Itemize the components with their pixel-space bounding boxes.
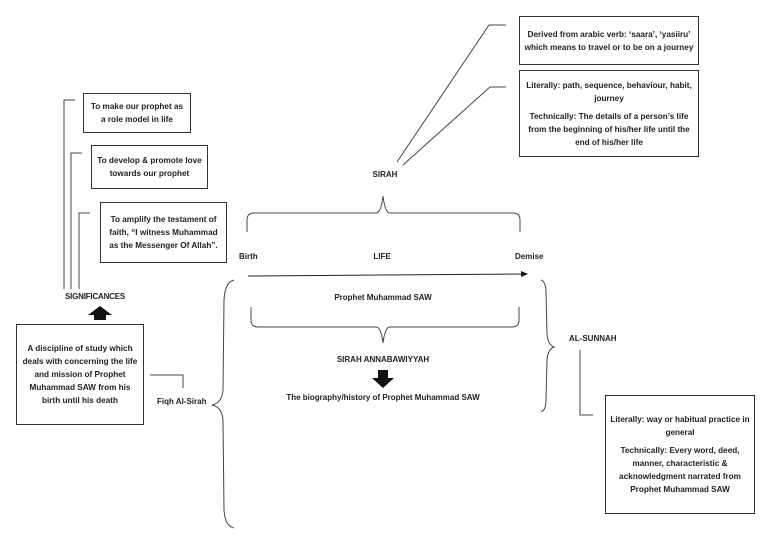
timeline-end-label: Demise: [515, 252, 544, 261]
sirah-annabawiyyah-meaning: The biography/history of Prophet Muhamma…: [286, 393, 480, 402]
significance-text-1: To make our prophet as a role model in l…: [90, 102, 184, 124]
timeline-arrowhead: [521, 271, 528, 277]
down-arrow-icon: [372, 370, 394, 388]
sirah-origin-box: Derived from arabic verb: ‘saara’, ‘yasi…: [519, 16, 699, 65]
brace-sunnah: [540, 279, 556, 413]
connector-sirah-origin: [396, 24, 506, 163]
fiqh-al-sirah-label: Fiqh Al-Sirah: [157, 397, 207, 406]
connector-sunnah: [579, 350, 593, 416]
sirah-origin-text: Derived from arabic verb: ‘saara’, ‘yasi…: [524, 29, 694, 52]
timeline-middle-label: LIFE: [373, 252, 391, 261]
timeline-start-label: Birth: [239, 252, 258, 261]
sirah-meaning-box: Literally: path, sequence, behaviour, ha…: [519, 70, 699, 157]
sirah-technical-text: Technically: The details of a person’s l…: [528, 111, 690, 147]
connector-significance-2: [70, 152, 82, 289]
al-sunnah-technical-text: Technically: Every word, deed, manner, c…: [619, 446, 741, 494]
brace-annabawiyyah: [250, 307, 520, 344]
al-sunnah-box: Literally: way or habitual practice in g…: [605, 395, 755, 514]
brace-fiqh: [211, 279, 235, 529]
significances-label: SIGNIFICANCES: [64, 292, 126, 301]
significance-text-3: To amplify the testament of faith, “I wi…: [109, 215, 218, 250]
sirah-literal-text: Literally: path, sequence, behaviour, ha…: [526, 80, 692, 103]
timeline-arrow-line: [247, 273, 523, 277]
al-sunnah-literal-text: Literally: way or habitual practice in g…: [610, 415, 750, 437]
significance-box-2: To develop & promote love towards our pr…: [91, 145, 208, 189]
sirah-annabawiyyah-label: SIRAH ANNABAWIYYAH: [336, 355, 430, 364]
connector-sirah-meaning: [402, 86, 506, 166]
timeline-subject-label: Prophet Muhammad SAW: [334, 293, 432, 302]
significance-box-1: To make our prophet as a role model in l…: [83, 93, 191, 133]
sirah-label: SIRAH: [372, 170, 398, 179]
significance-text-2: To develop & promote love towards our pr…: [97, 156, 202, 178]
significance-box-3: To amplify the testament of faith, “I wi…: [100, 202, 227, 263]
connector-significance-1: [63, 99, 75, 289]
fiqh-definition-text: A discipline of study which deals with c…: [22, 344, 138, 405]
fiqh-definition-box: A discipline of study which deals with c…: [16, 324, 144, 425]
up-arrow-icon: [88, 306, 112, 320]
connector-fiqh: [150, 374, 184, 388]
al-sunnah-label: AL-SUNNAH: [569, 334, 617, 343]
connector-significance-3: [78, 212, 90, 289]
brace-sirah: [246, 195, 521, 232]
